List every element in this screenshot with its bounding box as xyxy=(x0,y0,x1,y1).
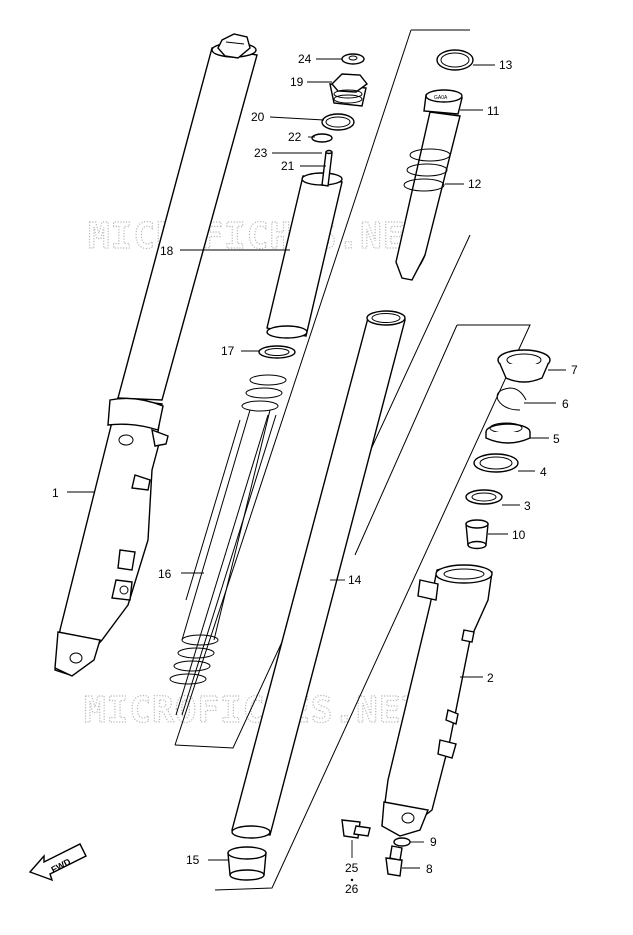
part-outer-tube xyxy=(54,33,258,677)
part-adjuster-tube xyxy=(395,111,461,281)
callout-14: 14 xyxy=(348,573,362,587)
callout-13: 13 xyxy=(499,58,513,72)
callout-10: 10 xyxy=(512,528,526,542)
part-ring-22 xyxy=(311,133,333,143)
callout-18: 18 xyxy=(160,244,174,258)
callout-21: 21 xyxy=(281,159,295,173)
callout-24: 24 xyxy=(298,52,312,66)
svg-text:GA0A: GA0A xyxy=(434,95,448,101)
assembly-bracket-inner xyxy=(174,29,471,749)
part-dust-seal-7 xyxy=(497,349,551,383)
part-ring-17 xyxy=(258,345,296,359)
callout-25: 25 xyxy=(345,861,359,875)
callout-20: 20 xyxy=(251,110,265,124)
part-washer-9 xyxy=(393,837,411,847)
callout-4: 4 xyxy=(540,465,547,479)
callout-6: 6 xyxy=(562,397,569,411)
assembly-bracket-outer xyxy=(214,324,531,891)
callout-2: 2 xyxy=(487,671,494,685)
callout-3: 3 xyxy=(524,499,531,513)
callout-5: 5 xyxy=(553,432,560,446)
part-damper-cylinder xyxy=(266,149,343,339)
callout-19: 19 xyxy=(290,75,304,89)
part-inner-tube xyxy=(231,310,406,839)
callouts: 1 2 3 4 5 6 7 8 9 10 11 12 13 14 15 16 1… xyxy=(52,52,578,896)
callout-26: 26 xyxy=(345,882,359,896)
callout-15: 15 xyxy=(186,853,200,867)
part-bolt-25 xyxy=(341,819,371,839)
callout-12: 12 xyxy=(468,177,482,191)
callout-11: 11 xyxy=(487,104,500,118)
part-bolt-19 xyxy=(329,73,368,107)
part-bolt-8 xyxy=(385,845,403,877)
forward-arrow-icon: FWD xyxy=(28,843,87,882)
part-washer-24 xyxy=(341,53,365,65)
callout-7: 7 xyxy=(571,363,578,377)
callout-17: 17 xyxy=(221,344,235,358)
callout-9: 9 xyxy=(430,835,437,849)
watermark-top: MICROFICHES.NET xyxy=(88,216,428,257)
callout-8: 8 xyxy=(426,862,433,876)
part-ring-3 xyxy=(465,489,503,505)
part-lower-slider xyxy=(381,564,493,837)
callout-22: 22 xyxy=(288,130,302,144)
part-cap-11: GA0A xyxy=(423,89,463,115)
callout-dot xyxy=(350,878,354,882)
leader-lines xyxy=(67,58,566,869)
callout-1: 1 xyxy=(52,486,59,500)
part-clip-6 xyxy=(496,387,527,411)
watermark-bottom: MICROFICHES.NET xyxy=(84,690,424,731)
part-spring xyxy=(169,374,287,716)
part-washer-5 xyxy=(485,422,531,444)
part-oring-20 xyxy=(321,113,355,131)
callout-23: 23 xyxy=(254,146,268,160)
part-bushing-15 xyxy=(227,846,267,881)
part-oring-13 xyxy=(436,49,474,71)
part-bushing-10 xyxy=(465,519,489,550)
callout-16: 16 xyxy=(158,567,172,581)
part-seal-4 xyxy=(473,453,519,473)
